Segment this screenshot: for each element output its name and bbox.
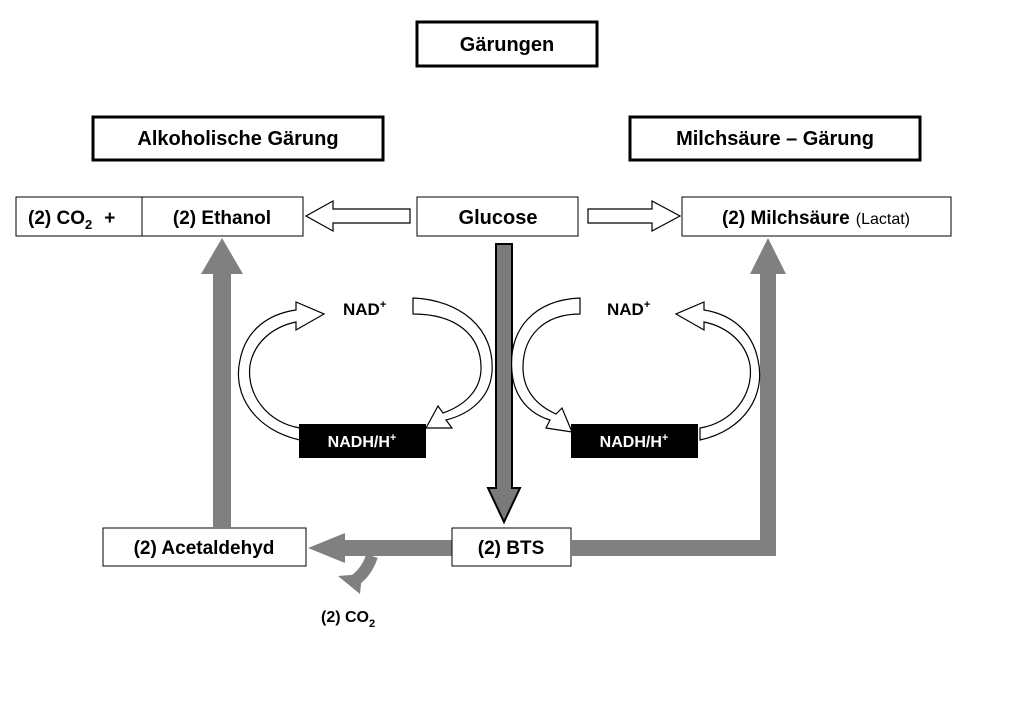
co2-release-arrowhead [338, 574, 362, 594]
left-heading-box [91, 115, 385, 162]
right-nad-reduction-arrow [511, 297, 581, 433]
bts-to-acetaldehyd-arrow [308, 533, 452, 563]
glucose-to-ethanol-arrow [304, 199, 411, 233]
left-heading: Alkoholische Gärung [137, 128, 338, 150]
title: Gärungen [460, 34, 554, 56]
ethanol-label: (2) Ethanol [173, 208, 271, 229]
acetaldehyd-label: (2) Acetaldehyd [134, 538, 275, 559]
left-nadh-box [299, 424, 426, 458]
glucose-label: Glucose [459, 207, 538, 229]
bts-label: (2) BTS [478, 538, 545, 559]
right-heading-box [628, 115, 922, 162]
bts-to-milchsaeure-arrow [572, 238, 786, 556]
bts-box [451, 527, 572, 567]
co2-release-label: (2) CO2 [321, 609, 375, 630]
right-heading: Milchsäure – Gärung [676, 128, 874, 150]
glucose-box [416, 196, 579, 237]
co2-product-label: (2) CO2+ [28, 208, 115, 232]
milchsaeure-box [681, 196, 952, 237]
left-products-box [15, 196, 304, 237]
glucose-to-milchsaeure-arrow [587, 199, 682, 233]
right-nad-regeneration-arrow [674, 301, 761, 441]
right-nadh-label: NADH/H+ [600, 432, 669, 451]
milchsaeure-label: (2) Milchsäure(Lactat) [722, 208, 910, 229]
acetaldehyd-to-ethanol-arrow [201, 238, 243, 527]
right-nadh-box [571, 424, 698, 458]
left-nadh-label: NADH/H+ [328, 432, 397, 451]
acetaldehyd-box [102, 527, 307, 567]
left-nad-reduction-arrow [412, 297, 493, 429]
right-nad-label: NAD+ [607, 299, 650, 319]
title-box [415, 20, 599, 68]
glycolysis-arrow [486, 243, 522, 525]
left-nad-label: NAD+ [343, 299, 386, 319]
left-nad-regeneration-arrow [237, 301, 326, 441]
